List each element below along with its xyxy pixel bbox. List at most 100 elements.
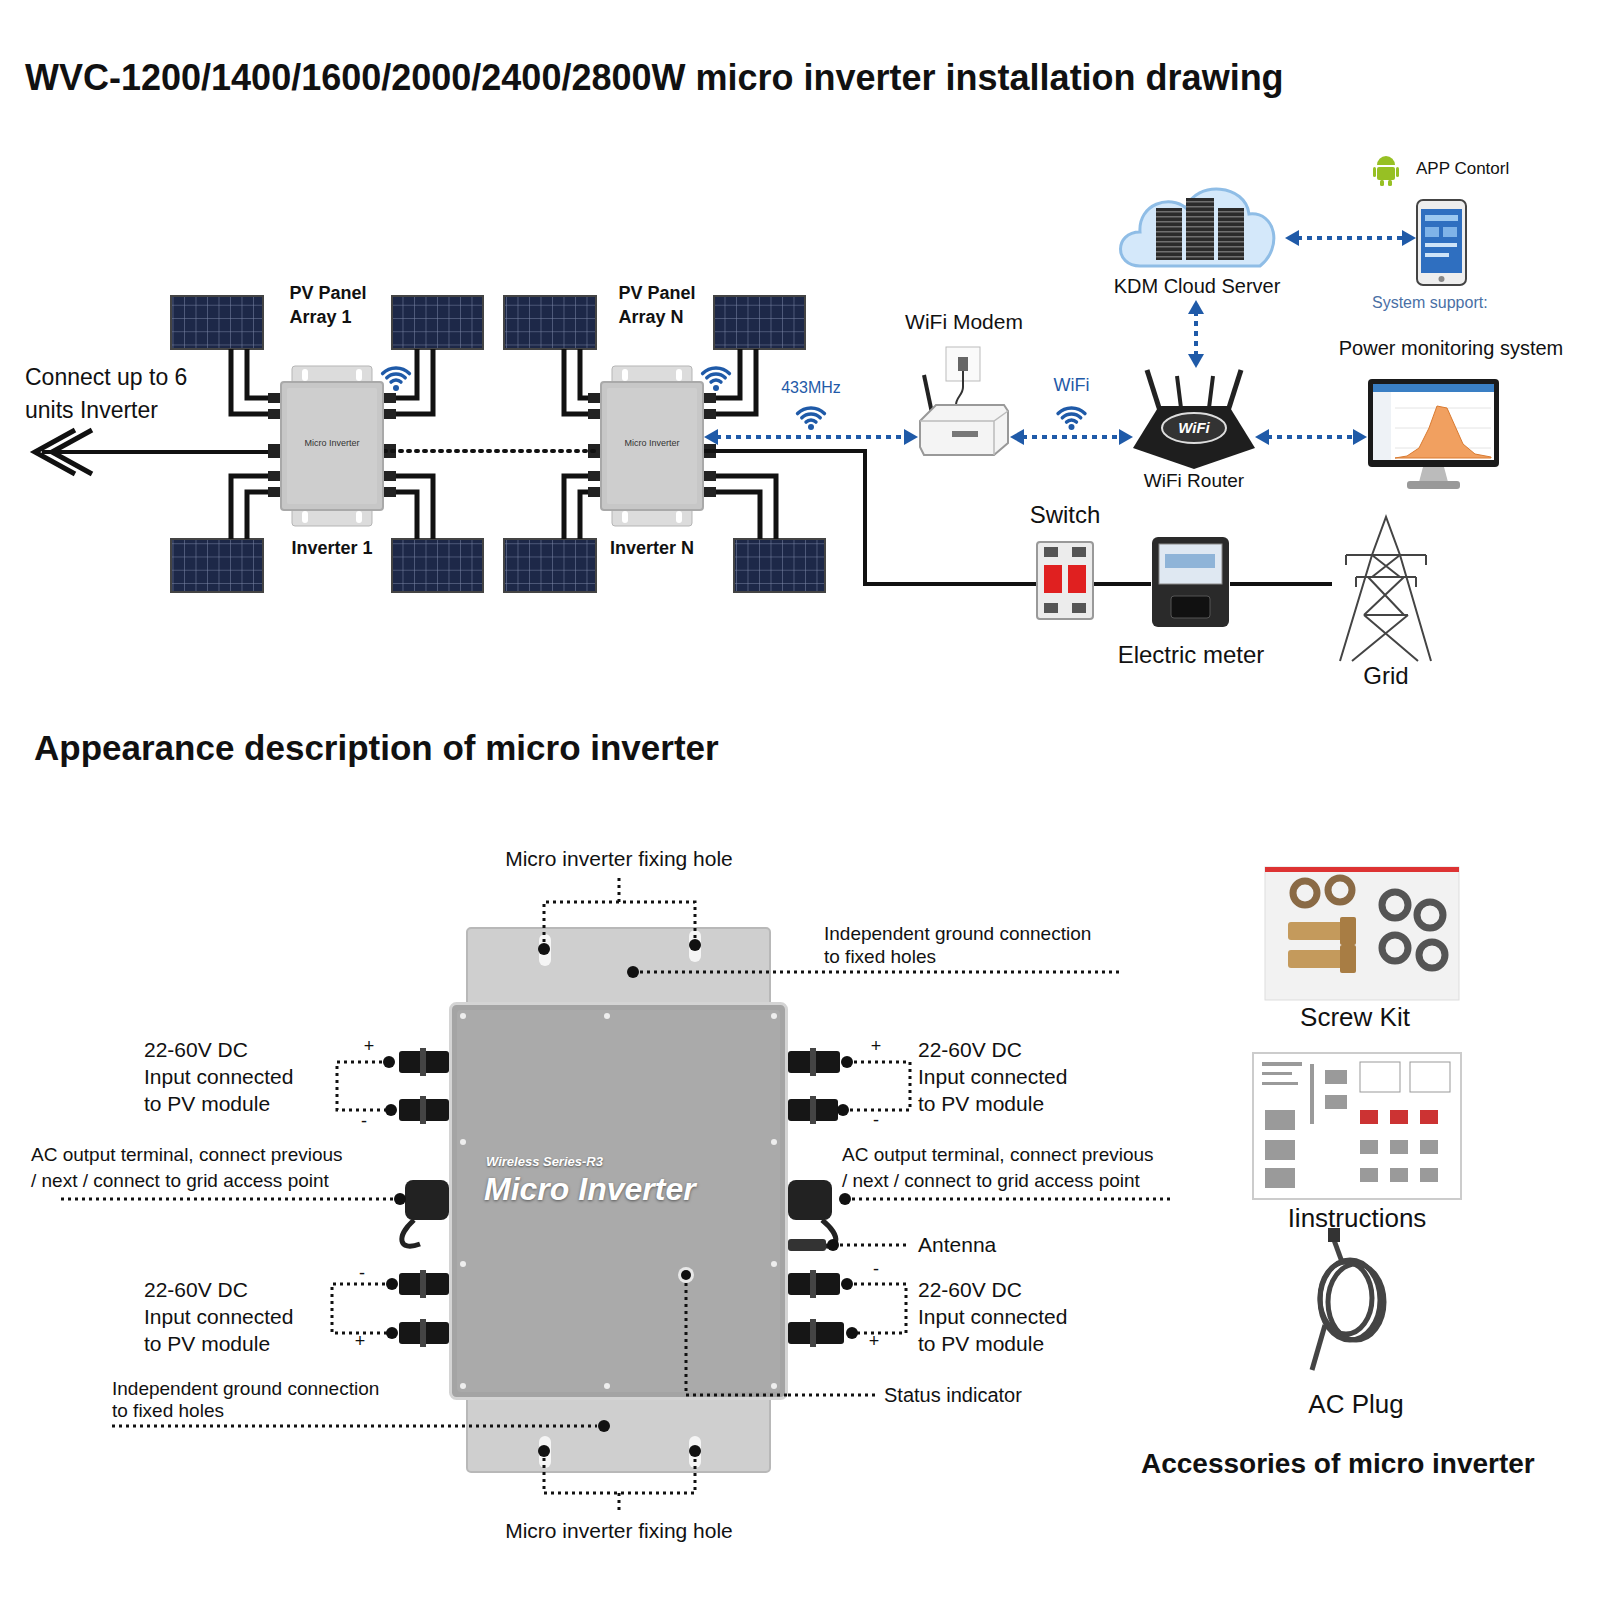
connector-stub	[268, 444, 280, 458]
leader-line	[544, 878, 695, 949]
mounting-flange	[689, 1436, 701, 1468]
leader-dot	[538, 943, 550, 955]
callout-label: Independent ground connection to fixed h…	[824, 922, 1093, 968]
mounting-flange	[539, 934, 551, 966]
arrow-head	[1353, 429, 1367, 445]
callout-label: Connect up to 6 units Inverter	[25, 361, 189, 427]
micro-inverter-body: Wireless Series-R3Micro Inverter	[449, 1002, 788, 1400]
screw-kit-photo	[1340, 945, 1356, 973]
pv-panel	[392, 539, 483, 592]
pv-panel	[504, 539, 596, 592]
instructions-sheet	[1310, 1064, 1314, 1124]
screw-kit-photo	[1328, 878, 1352, 902]
arrow-head	[1402, 230, 1416, 246]
connector-line	[1094, 582, 1151, 586]
android-icon	[1373, 167, 1376, 177]
screw-kit-photo	[1265, 867, 1459, 1000]
instructions-sheet	[1262, 1082, 1298, 1085]
leader-line	[633, 971, 1122, 974]
device-illustration	[1044, 565, 1062, 593]
device-illustration	[1152, 537, 1229, 627]
monitor-screen: Power monitoring system	[1367, 378, 1500, 490]
connector-line	[1267, 435, 1355, 439]
device-illustration	[1133, 406, 1255, 469]
leader-dot	[846, 1327, 858, 1339]
device-illustration	[1352, 577, 1418, 661]
screw-kit-photo	[1293, 881, 1317, 905]
callout-label: Iinstructions	[1288, 1203, 1427, 1234]
node-text: Electric meter	[1118, 641, 1265, 670]
instructions-sheet	[1253, 1053, 1461, 1199]
screw-kit-photo	[1382, 892, 1408, 918]
wifi-dot	[1069, 424, 1075, 430]
device-illustration	[1218, 208, 1244, 260]
wifi-symbol	[703, 368, 730, 382]
callout-label: -	[361, 1111, 367, 1133]
screw-kit-photo	[1265, 867, 1459, 1000]
edge-label: WiFi	[1054, 375, 1090, 397]
pv-cable	[564, 349, 600, 414]
device-illustration	[1368, 379, 1499, 467]
callout-label: Screw Kit	[1300, 1002, 1410, 1033]
connector-stub	[384, 393, 396, 403]
node-text: Power monitoring system	[1339, 336, 1564, 360]
ac-plug-cable	[1312, 1325, 1325, 1370]
leader-line	[845, 1198, 1173, 1201]
connector-stub	[384, 471, 396, 481]
connector-stub	[588, 409, 600, 419]
arrow-head	[1285, 230, 1299, 246]
dc-connector	[810, 1096, 816, 1124]
wifi-arc	[798, 408, 825, 422]
device-illustration	[1151, 536, 1230, 628]
connector	[704, 451, 1036, 584]
cloud-server: KDM Cloud Server	[1110, 176, 1285, 300]
node-text: KDM Cloud Server	[1114, 274, 1281, 298]
callout-label: Micro inverter fixing hole	[505, 846, 733, 871]
circuit-breaker: Switch	[1036, 541, 1094, 620]
arrow-head	[704, 429, 718, 445]
wifi-arc	[1058, 408, 1085, 422]
device-illustration	[1156, 208, 1182, 260]
dc-connector	[420, 1096, 426, 1124]
wifi-modem: WiFi Modem	[918, 347, 1010, 461]
wifi-dot	[808, 424, 814, 430]
device-illustration	[302, 369, 308, 381]
connector-line	[704, 451, 1036, 584]
connector-stub	[268, 471, 280, 481]
leader-dot	[383, 1056, 395, 1068]
connector-stub	[268, 487, 280, 497]
dc-connector	[810, 1319, 816, 1347]
device-illustration	[771, 1139, 777, 1145]
node-text: WiFi Router	[1144, 470, 1244, 493]
device-illustration	[1177, 376, 1181, 408]
callout-label: AC output terminal, connect previous / n…	[31, 1142, 344, 1194]
diagram-title: WVC-1200/1400/1600/2000/2400/2800W micro…	[25, 56, 1284, 99]
instructions-sheet	[1410, 1062, 1450, 1092]
device-illustration	[1072, 603, 1086, 613]
node-text: Switch	[1030, 501, 1101, 530]
device-illustration	[1340, 517, 1431, 661]
connector	[384, 451, 600, 452]
device-illustration	[1367, 378, 1500, 490]
device-illustration	[460, 1013, 777, 1389]
leader-line	[788, 1394, 876, 1397]
pv-cable	[384, 492, 417, 539]
callout-label: +	[869, 1331, 880, 1353]
device-illustration	[1171, 596, 1210, 618]
wifi-symbol	[1058, 408, 1085, 430]
device-illustration	[1044, 603, 1058, 613]
instructions-sheet	[1325, 1095, 1347, 1109]
arrow-head	[1188, 300, 1204, 314]
device-illustration	[601, 382, 703, 510]
device-illustration	[1373, 384, 1494, 460]
leader-line	[847, 1284, 906, 1333]
device-illustration	[460, 1139, 466, 1145]
device-illustration	[920, 405, 1008, 455]
connector	[1230, 584, 1332, 585]
wifi-router: WiFiWiFi Router	[1133, 368, 1255, 470]
leader-dot	[839, 1193, 851, 1205]
node-text: Micro Inverter	[624, 438, 679, 449]
device-illustration	[676, 511, 682, 523]
pv-cable	[384, 476, 433, 539]
instructions-sheet	[1360, 1110, 1378, 1124]
